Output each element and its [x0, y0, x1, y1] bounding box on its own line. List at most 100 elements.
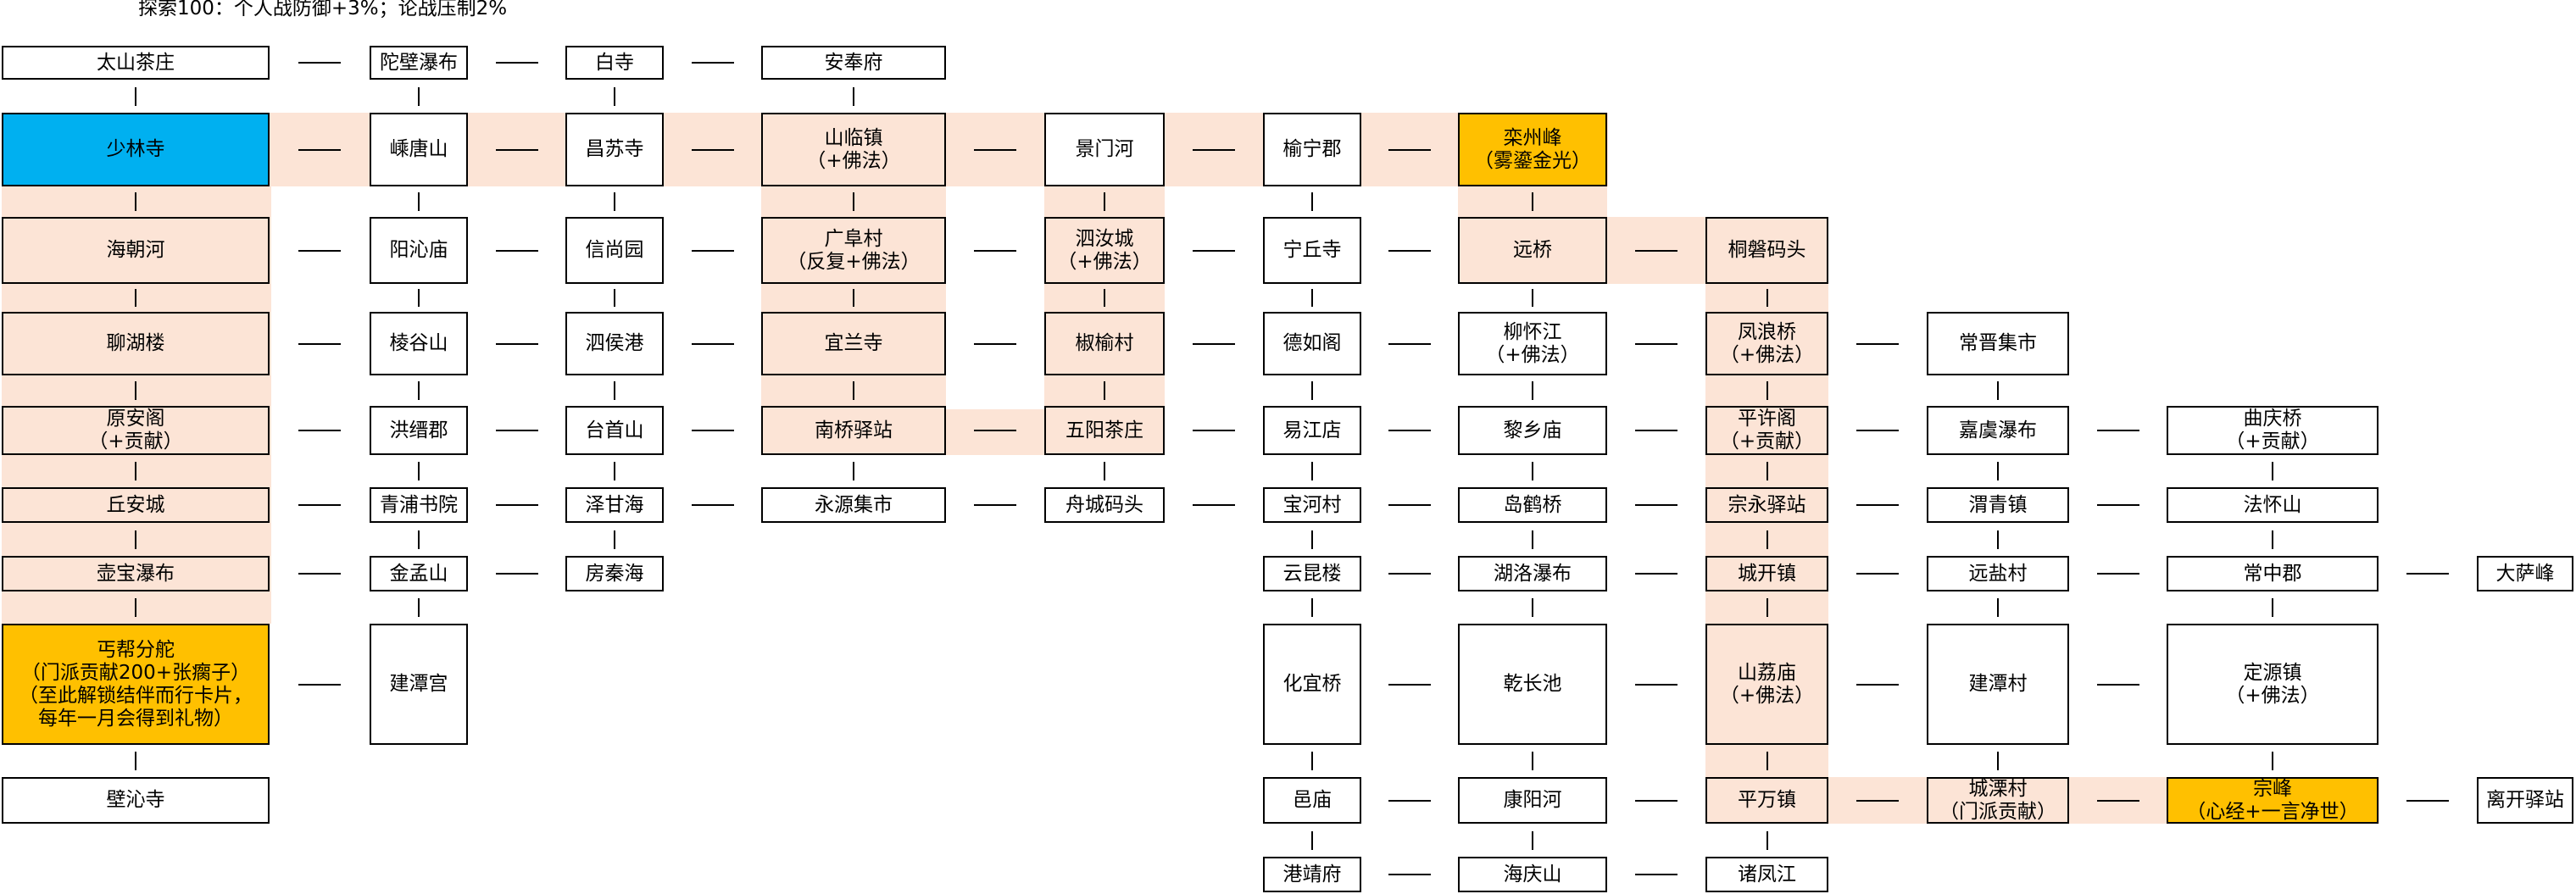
location-label: 城溧村 [1968, 777, 2028, 800]
location-label: 泗侯港 [585, 332, 644, 354]
location-node-27: 常晋集市 [1927, 312, 2069, 375]
location-label: 乾长池 [1503, 673, 1562, 695]
location-node-19: 聊湖楼 [2, 312, 270, 375]
location-label: （雾鎏金光） [1474, 149, 1591, 172]
location-node-41: 永源集市 [761, 487, 946, 523]
route-connector-h [298, 343, 341, 345]
location-label: 榆宁郡 [1282, 138, 1342, 160]
route-connector-h [2096, 573, 2139, 575]
location-label: 嘉虞瀑布 [1959, 419, 2037, 441]
location-label: （+佛法） [1719, 684, 1815, 707]
location-label: 宗永驿站 [1728, 493, 1806, 516]
location-node-51: 云昆楼 [1263, 556, 1361, 591]
route-connector-h [1388, 504, 1431, 506]
location-label: 黎乡庙 [1503, 419, 1562, 441]
location-label: 舟城码头 [1065, 493, 1143, 516]
location-label: （反复+佛法） [787, 250, 921, 273]
location-label: 永源集市 [815, 493, 893, 516]
location-node-60: 乾长池 [1458, 624, 1607, 745]
location-label: 渭青镇 [1968, 493, 2028, 516]
location-node-8: 景门河 [1044, 113, 1165, 186]
route-connector-h [1635, 684, 1677, 686]
location-node-29: 洪缙郡 [370, 406, 468, 455]
location-node-46: 渭青镇 [1927, 487, 2069, 523]
route-connector-h [1635, 343, 1677, 345]
location-label: 广阜村 [824, 227, 883, 250]
location-label: 柳怀江 [1503, 320, 1562, 343]
location-label: 平万镇 [1738, 789, 1796, 811]
location-node-49: 金孟山 [370, 556, 468, 591]
location-label: 丐帮分舵 [97, 638, 175, 661]
location-node-68: 城溧村（门派贡献） [1927, 777, 2069, 824]
route-connector-v [135, 86, 136, 106]
route-connector-h [298, 504, 341, 506]
location-node-48: 壶宝瀑布 [2, 556, 270, 591]
location-node-63: 定源镇（+佛法） [2167, 624, 2378, 745]
route-connector-v [1311, 289, 1313, 307]
location-label: （+佛法） [1057, 250, 1152, 273]
location-label: 洪缙郡 [389, 419, 448, 441]
location-label: 少林寺 [106, 138, 165, 160]
route-connector-v [2272, 598, 2273, 617]
location-label: 凤浪桥 [1738, 320, 1796, 343]
route-connector-v [1532, 289, 1533, 307]
location-node-21: 泗侯港 [565, 312, 664, 375]
location-node-36: 嘉虞瀑布 [1927, 406, 2069, 455]
location-label: 诸凤江 [1738, 863, 1796, 886]
route-connector-h [1635, 573, 1677, 575]
location-node-2: 白寺 [565, 46, 664, 80]
route-connector-v [418, 462, 420, 480]
location-node-66: 康阳河 [1458, 777, 1607, 824]
location-node-54: 远盐村 [1927, 556, 2069, 591]
route-connector-h [2096, 504, 2139, 506]
location-label: （至此解锁结伴而行卡片， [19, 684, 253, 707]
route-connector-h [691, 62, 734, 64]
location-label: 房秦海 [585, 562, 644, 585]
location-node-11: 海朝河 [2, 217, 270, 284]
location-node-69: 宗峰（心经+一言净世） [2167, 777, 2378, 824]
location-node-23: 椒榆村 [1044, 312, 1165, 375]
route-connector-v [2272, 462, 2273, 480]
location-label: 邑庙 [1293, 789, 1332, 811]
location-label: （+贡献） [2225, 430, 2320, 453]
location-label: 太山茶庄 [97, 51, 175, 74]
location-label: 青浦书院 [380, 493, 458, 516]
location-node-15: 泗汝城（+佛法） [1044, 217, 1165, 284]
route-connector-h [1193, 149, 1235, 151]
route-connector-h [1856, 504, 1899, 506]
route-connector-v [1766, 830, 1768, 850]
route-connector-h [974, 149, 1016, 151]
route-connector-v [1311, 462, 1313, 480]
location-label: 海庆山 [1503, 863, 1562, 886]
route-connector-v [614, 289, 615, 307]
location-label: 湖洛瀑布 [1494, 562, 1572, 585]
location-label: 栾州峰 [1503, 126, 1562, 149]
location-node-22: 宜兰寺 [761, 312, 946, 375]
location-node-47: 法怀山 [2167, 487, 2378, 523]
route-connector-h [691, 343, 734, 345]
route-connector-v [614, 86, 615, 106]
route-connector-h [298, 684, 341, 686]
route-connector-v [853, 192, 854, 211]
route-connector-v [1311, 192, 1313, 211]
location-label: 康阳河 [1503, 789, 1562, 811]
route-connector-h [2096, 430, 2139, 431]
route-connector-v [1997, 381, 1999, 400]
location-node-67: 平万镇 [1705, 777, 1828, 824]
route-connector-h [1388, 800, 1431, 802]
location-label: 泗汝城 [1075, 227, 1134, 250]
location-label: 陀壁瀑布 [380, 51, 458, 74]
location-node-50: 房秦海 [565, 556, 664, 591]
route-connector-h [495, 250, 538, 252]
location-node-53: 城开镇 [1705, 556, 1828, 591]
location-node-0: 太山茶庄 [2, 46, 270, 80]
route-connector-h [974, 343, 1016, 345]
route-connector-h [1856, 343, 1899, 345]
route-connector-h [298, 62, 341, 64]
location-node-39: 青浦书院 [370, 487, 468, 523]
location-label: 五阳茶庄 [1065, 419, 1143, 441]
route-connector-v [1311, 530, 1313, 549]
route-connector-v [418, 192, 420, 211]
location-label: 远盐村 [1968, 562, 2028, 585]
location-label: 嵊唐山 [389, 138, 448, 160]
